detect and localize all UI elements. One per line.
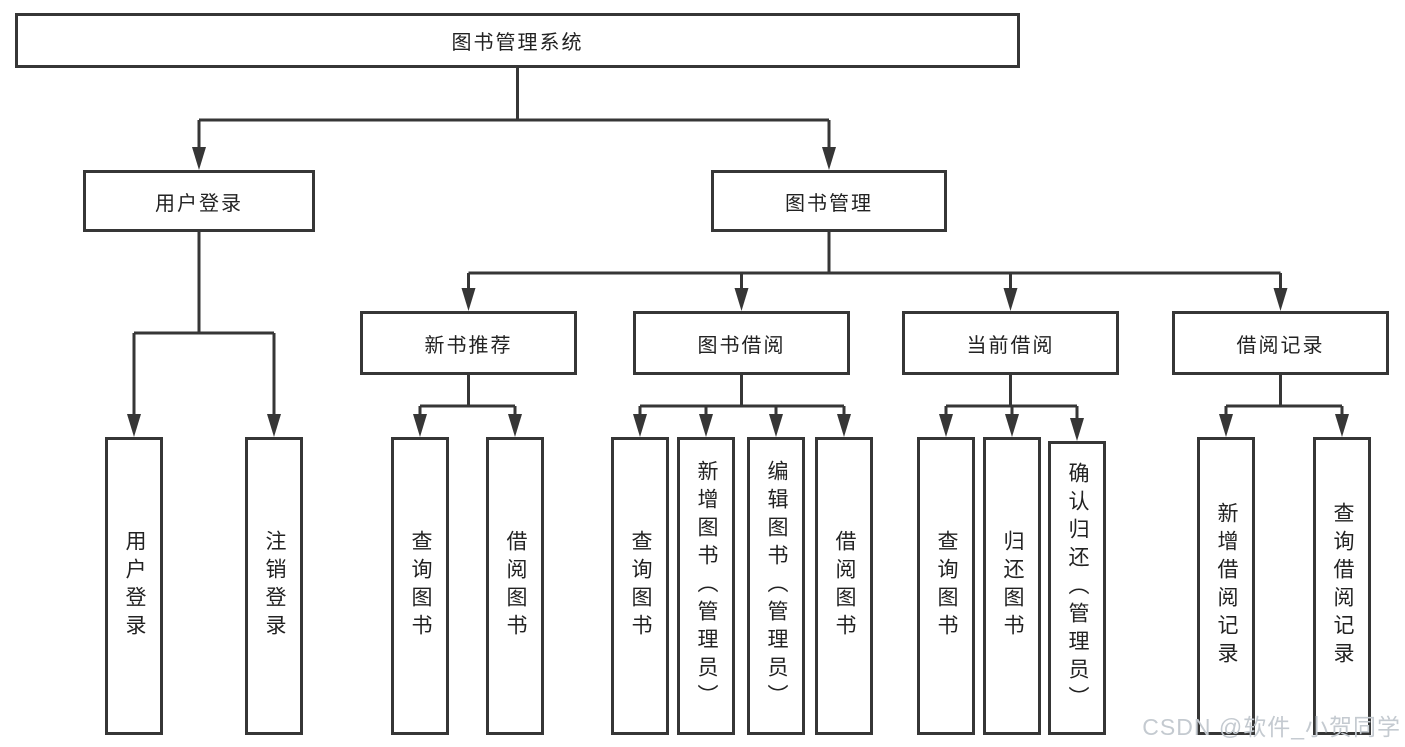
arrowhead <box>1003 288 1018 311</box>
node-leaf-user-login: 用户登录 <box>105 437 163 735</box>
node-book-borrowing: 图书借阅 <box>633 311 850 375</box>
node-current-return-books: 归还图书 <box>983 437 1041 735</box>
arrowhead <box>1335 414 1349 437</box>
connector-recommend-to-leaves <box>413 375 522 437</box>
node-label: 查询借阅记录 <box>1331 502 1354 670</box>
connector-login-to-leaves <box>127 232 281 437</box>
connector-line <box>132 232 276 416</box>
node-label: 用户登录 <box>155 192 243 215</box>
node-label: 图书借阅 <box>697 334 786 357</box>
node-current-borrowing: 当前借阅 <box>902 311 1119 375</box>
node-label: 借阅记录 <box>1236 334 1325 357</box>
arrowhead <box>1070 418 1084 441</box>
arrowhead <box>822 147 836 170</box>
arrowhead <box>939 414 953 437</box>
arrowhead <box>192 147 206 170</box>
connector-line <box>1224 375 1344 416</box>
node-recommend-borrow-books: 借阅图书 <box>486 437 544 735</box>
node-label: 查询图书 <box>409 530 432 642</box>
node-book-management: 图书管理 <box>711 170 947 232</box>
node-borrowing-query-books: 查询图书 <box>611 437 669 735</box>
node-label: 借阅图书 <box>504 530 527 642</box>
node-borrowing-add-books-admin: 新增图书（管理员） <box>677 437 735 735</box>
connector-line <box>418 375 517 416</box>
connector-line <box>467 232 1282 290</box>
node-borrowing-borrow-books: 借阅图书 <box>815 437 873 735</box>
node-label: 新增图书（管理员） <box>695 460 718 712</box>
node-label: 新增借阅记录 <box>1215 502 1238 670</box>
node-label: 用户登录 <box>123 530 146 642</box>
arrowhead <box>837 414 851 437</box>
arrowhead <box>461 288 476 311</box>
connector-records-to-leaves <box>1219 375 1349 437</box>
connector-line <box>944 375 1079 420</box>
node-label: 图书管理 <box>785 192 873 215</box>
watermark-text: CSDN @软件_小贺同学 <box>1142 714 1401 740</box>
node-records-query-record: 查询借阅记录 <box>1313 437 1371 735</box>
arrowhead <box>1273 288 1288 311</box>
connector-line <box>197 68 831 150</box>
node-label: 图书管理系统 <box>451 32 584 54</box>
node-label: 注销登录 <box>263 530 286 642</box>
arrowhead <box>769 414 783 437</box>
node-label: 归还图书 <box>1001 530 1024 642</box>
arrowhead <box>267 414 281 437</box>
arrowhead <box>1219 414 1233 437</box>
node-borrowing-edit-books-admin: 编辑图书（管理员） <box>747 437 805 735</box>
arrowhead <box>413 414 427 437</box>
connector-management-to-level3 <box>461 232 1288 311</box>
arrowhead <box>699 414 713 437</box>
arrowhead <box>127 414 141 437</box>
node-new-book-recommend: 新书推荐 <box>360 311 577 375</box>
connector-root-to-level2 <box>192 68 836 170</box>
node-label: 编辑图书（管理员） <box>765 460 788 712</box>
node-label: 查询图书 <box>935 530 958 642</box>
node-leaf-logout: 注销登录 <box>245 437 303 735</box>
arrowhead <box>508 414 522 437</box>
connector-current-to-leaves <box>939 375 1084 441</box>
node-label: 确认归还（管理员） <box>1066 462 1089 714</box>
node-user-login: 用户登录 <box>83 170 315 232</box>
arrowhead <box>633 414 647 437</box>
connector-borrowing-to-leaves <box>633 375 851 437</box>
node-current-confirm-return-admin: 确认归还（管理员） <box>1048 441 1106 735</box>
node-library-management-system: 图书管理系统 <box>15 13 1020 68</box>
connector-line <box>638 375 846 416</box>
node-label: 借阅图书 <box>833 530 856 642</box>
node-label: 新书推荐 <box>424 334 513 357</box>
node-label: 查询图书 <box>629 530 652 642</box>
node-recommend-query-books: 查询图书 <box>391 437 449 735</box>
arrowhead <box>734 288 749 311</box>
arrowhead <box>1005 414 1019 437</box>
node-borrowing-records: 借阅记录 <box>1172 311 1389 375</box>
node-current-query-books: 查询图书 <box>917 437 975 735</box>
node-records-add-record: 新增借阅记录 <box>1197 437 1255 735</box>
node-label: 当前借阅 <box>966 334 1055 357</box>
